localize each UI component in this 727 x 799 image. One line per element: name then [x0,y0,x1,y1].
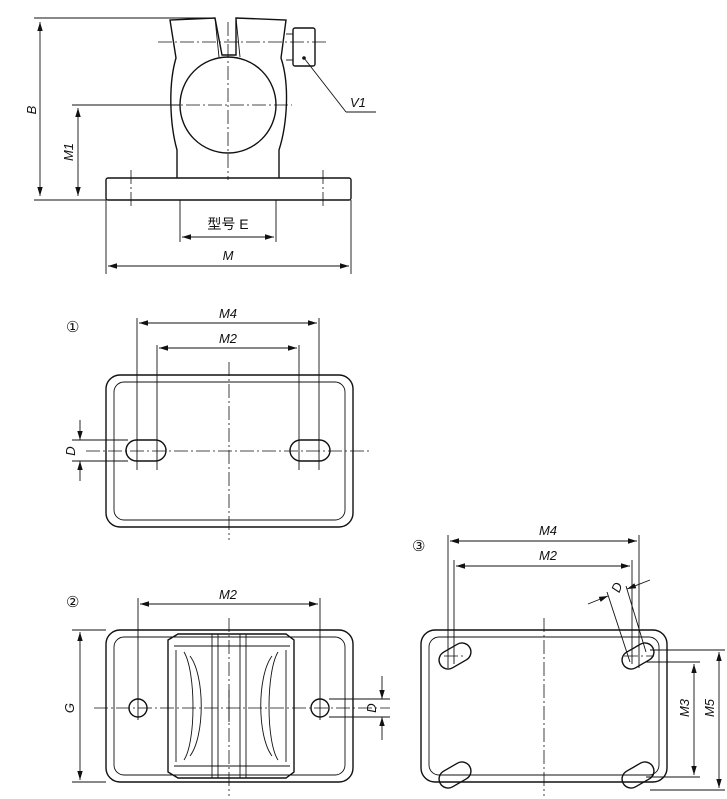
label-v1: V1 [350,95,366,110]
label-g: G [62,703,77,713]
label-m2-view3: M2 [539,548,558,563]
base-plate [105,177,352,201]
slot-top-right [621,642,655,670]
label-m5: M5 [702,698,717,717]
label-m1: M1 [61,143,76,161]
clamp-block-top [167,633,295,779]
label-m3: M3 [677,698,692,717]
label-m4-view1: M4 [219,306,237,321]
view-1-slotted-plate: ① M4 M2 D [63,306,372,540]
label-d-view1: D [63,446,78,455]
label-m2-view1: M2 [219,331,238,346]
label-m4-view3: M4 [539,523,557,538]
slot-right [289,439,331,462]
slot-bottom-left [438,761,472,789]
view-3-angled-slot-plate: ③ M4 M2 [412,523,725,796]
side-view: V1 B M1 型号 E M [24,17,376,274]
label-m: M [223,248,234,263]
slot-top-left [438,642,472,670]
view-number-1: ① [66,319,79,336]
slot-left [125,439,167,462]
plate-outline-2 [105,629,354,783]
view-number-3: ③ [412,538,425,555]
label-m2-view2: M2 [219,587,238,602]
label-b: B [24,105,39,114]
clamp-screw [292,27,316,67]
label-e: 型号 E [207,216,248,232]
view-number-2: ② [66,594,79,611]
view-2-hole-plate: ② M2 G D [62,587,390,796]
slot-bottom-right [621,761,655,789]
label-d-view3: D [608,580,625,594]
clamp-housing [169,17,288,178]
label-d-view2: D [364,703,379,712]
